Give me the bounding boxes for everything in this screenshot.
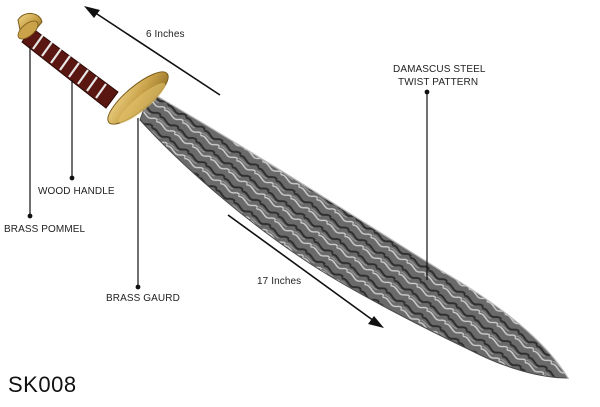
- brass-guard-label: BRASS GAURD: [106, 293, 180, 304]
- damascus-callout-line: [424, 89, 430, 280]
- knife-blade: [139, 91, 569, 379]
- brass-pommel-label: BRASS POMMEL: [4, 224, 86, 235]
- handle-length-label: 6 Inches: [146, 29, 185, 40]
- brass-pommel: [17, 13, 43, 40]
- product-code: SK008: [8, 372, 77, 397]
- brass-guard: [107, 71, 169, 125]
- blade-length-label: 17 Inches: [257, 276, 302, 287]
- wood-handle: [21, 27, 119, 109]
- steel-pattern-label: TWIST PATTERN: [398, 77, 479, 88]
- pommel-callout-line: [27, 46, 33, 219]
- steel-type-label: DAMASCUS STEEL: [393, 64, 486, 75]
- handle-length-arrow: [84, 6, 221, 96]
- wood-handle-callout-line: [69, 80, 75, 181]
- blade-length-arrow: [227, 214, 384, 328]
- guard-callout-line: [135, 118, 141, 290]
- wood-handle-label: WOOD HANDLE: [38, 186, 115, 197]
